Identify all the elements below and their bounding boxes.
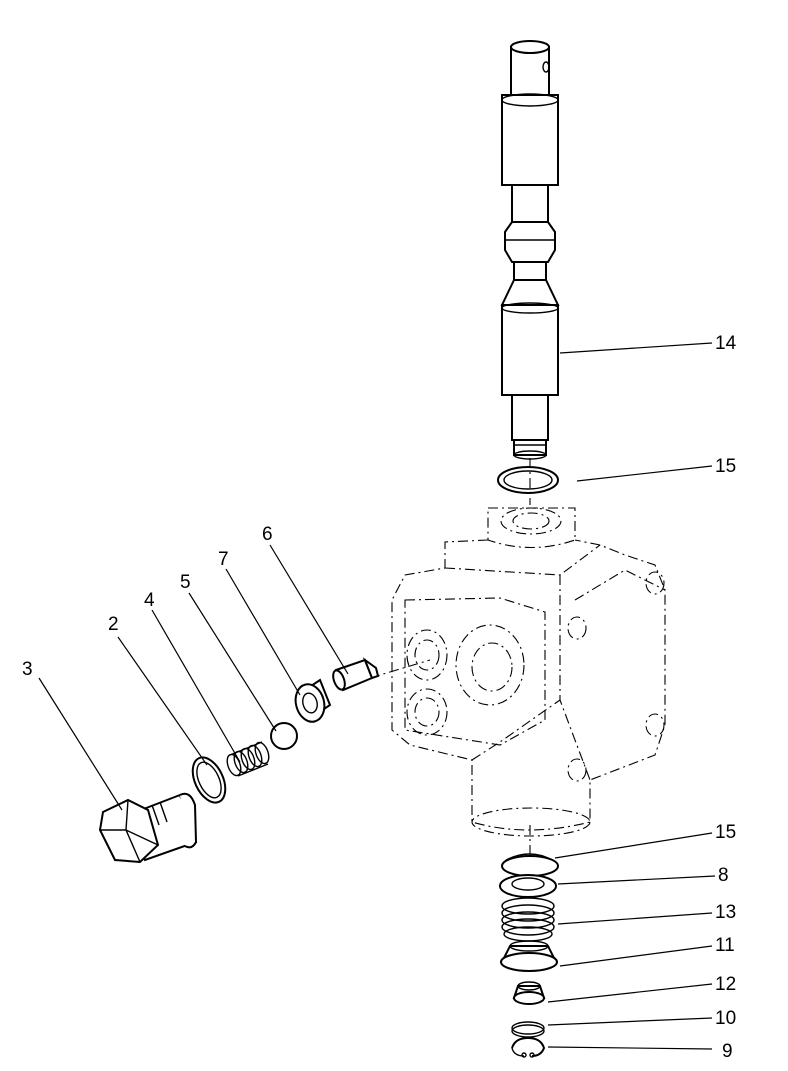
callout-13: 13 bbox=[715, 902, 736, 923]
callout-3: 3 bbox=[22, 659, 33, 680]
part-12-bushing bbox=[512, 981, 546, 1005]
callout-5: 5 bbox=[180, 572, 191, 593]
part-4-spring bbox=[226, 741, 270, 777]
part-10-snap-ring bbox=[511, 1021, 545, 1038]
part-6-pin bbox=[332, 657, 380, 692]
part-15-top-oring bbox=[497, 466, 559, 494]
part-9-circlip bbox=[511, 1036, 546, 1058]
valve-body bbox=[391, 507, 666, 837]
part-7-seat bbox=[294, 678, 332, 723]
callout-11: 11 bbox=[715, 935, 735, 956]
callout-10: 10 bbox=[715, 1008, 736, 1029]
callout-14: 14 bbox=[715, 333, 737, 354]
callout-9: 9 bbox=[722, 1041, 733, 1062]
callout-6: 6 bbox=[262, 524, 273, 545]
callout-2: 2 bbox=[108, 614, 119, 635]
callout-15-top: 15 bbox=[715, 456, 736, 477]
callout-15-bottom: 15 bbox=[715, 822, 736, 843]
part-14-spool bbox=[500, 40, 560, 460]
part-13-spring bbox=[501, 897, 555, 942]
part-3-plug bbox=[98, 792, 198, 864]
part-2-oring bbox=[191, 756, 227, 804]
callout-12: 12 bbox=[715, 974, 736, 995]
callout-4: 4 bbox=[144, 590, 155, 611]
part-11-retainer bbox=[500, 940, 558, 972]
leader-lines bbox=[38, 342, 716, 1050]
part-15-bottom-ring bbox=[501, 853, 559, 877]
callout-7: 7 bbox=[218, 549, 229, 570]
part-5-ball bbox=[270, 722, 298, 750]
part-8-washer bbox=[499, 874, 557, 898]
callout-8: 8 bbox=[718, 865, 729, 886]
